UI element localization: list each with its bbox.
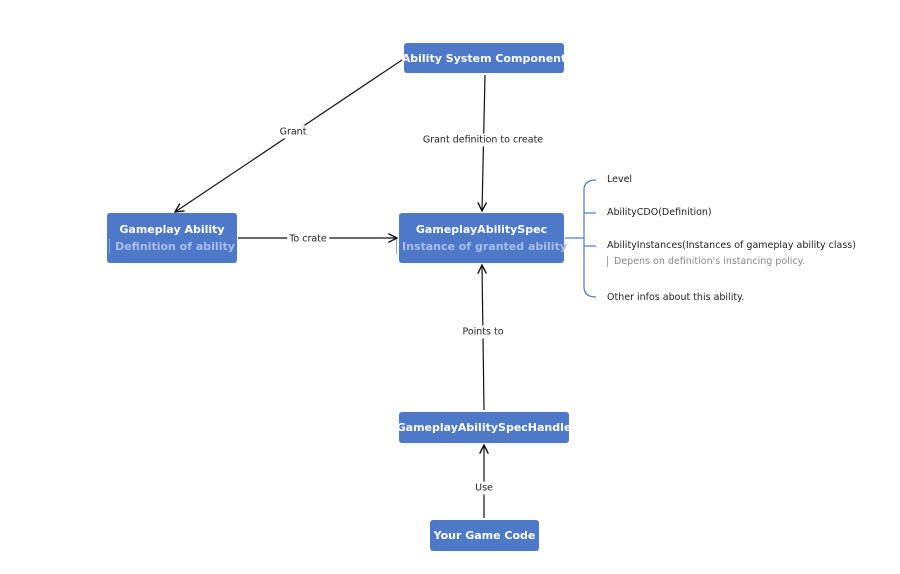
gameplay-ability-node[interactable]: Gameplay Ability Definition of ability [107, 213, 237, 263]
edge-label-grant: Grant [277, 125, 309, 139]
edge-label-to-crate: To crate [287, 232, 329, 246]
spec-detail-instancing-note: Depens on definition's instancing policy… [607, 256, 805, 267]
node-subtitle: Definition of ability [109, 239, 235, 254]
node-title: GameplayAbilitySpecHandle [396, 421, 572, 434]
spec-detail-other-infos: Other infos about this ability. [607, 292, 745, 303]
spec-detail-level: Level [607, 174, 633, 185]
edge-label-points-to: Points to [460, 325, 506, 339]
node-title: Your Game Code [433, 529, 536, 542]
edge-label-use: Use [473, 481, 495, 495]
spec-detail-ability-instances: AbilityInstances(Instances of gameplay a… [607, 240, 856, 251]
spec-details-bracket [565, 179, 597, 298]
node-subtitle: Instance of granted ability [396, 239, 567, 254]
node-title: GameplayAbilitySpec [415, 223, 548, 236]
node-title: Ability System Component [401, 51, 567, 65]
spec-detail-ability-cdo: AbilityCDO(Definition) [607, 207, 712, 218]
ability-system-component-node[interactable]: Ability System Component [401, 43, 567, 73]
gameplay-ability-spec-node[interactable]: GameplayAbilitySpec Instance of granted … [396, 213, 567, 263]
gameplay-ability-spec-handle-node[interactable]: GameplayAbilitySpecHandle [396, 412, 572, 443]
edge-label-grant-definition: Grant definition to create [420, 133, 546, 147]
your-game-code-node[interactable]: Your Game Code [430, 520, 539, 551]
node-title: Gameplay Ability [119, 223, 225, 236]
